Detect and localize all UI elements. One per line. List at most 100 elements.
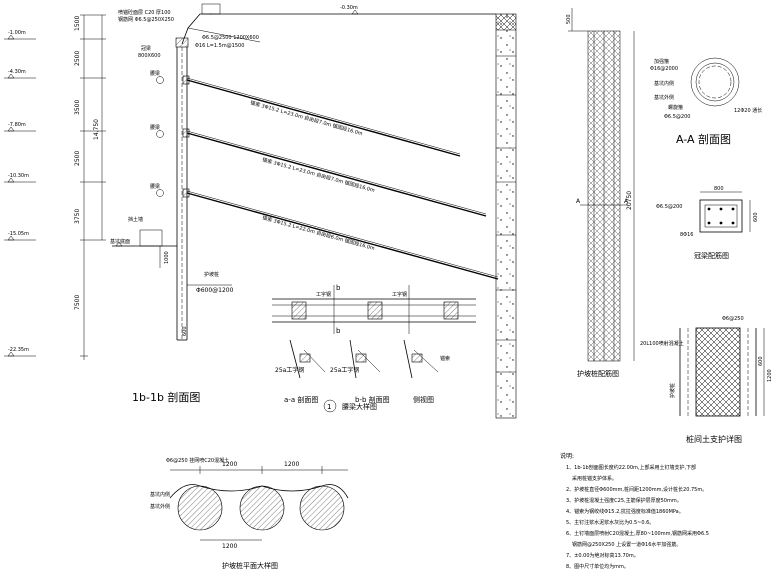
retaining-title: 桩间土支护详图 — [686, 434, 742, 444]
elev-text-2: -4.30m — [8, 69, 26, 75]
pit-bottom-label: 基坑底面 — [110, 238, 130, 245]
aa-outer-label: 基坑外侧 — [654, 94, 674, 101]
dim-3: 3500 — [74, 100, 81, 115]
pile-rebar-detail: 500 20750 A A 护坡桩配筋图 — [566, 8, 635, 378]
dim-total: 14,750 — [93, 119, 100, 140]
waler-title: 1 腰梁大样图 — [323, 399, 377, 413]
retain-soil-label: 挡土墙 — [128, 216, 143, 223]
waler-plan: 工字钢 工字钢 b b — [272, 284, 476, 335]
plan-inner-label: 基坑内侧 — [150, 491, 170, 498]
pile-length-dim: 20750 — [626, 191, 633, 210]
waler-side-view: 锚索 侧视图 — [403, 339, 450, 404]
elev-text-1: -1.00m — [8, 30, 26, 36]
pile-label: 护坡桩 — [204, 271, 219, 278]
cut-a-left: A — [576, 198, 581, 205]
waist-label-1: 腰梁 — [150, 70, 160, 77]
elev-text-5: -15.05m — [8, 231, 29, 237]
note-line-8: 钢筋网@250X250 上设置一道Φ16水平加强筋。 — [572, 541, 681, 548]
waler-title-text: 腰梁大样图 — [342, 402, 377, 411]
section-b-title: b-b 剖面图 — [355, 395, 390, 404]
waist-label-3: 腰梁 — [150, 183, 160, 190]
steel-b-label: 25a工字钢 — [330, 366, 359, 374]
aa-spiral-label: 螺旋箍 — [668, 104, 683, 111]
crown-beam-width: 800 — [714, 186, 724, 192]
crown-beam-stirrup: Φ6.5@200 — [656, 204, 682, 210]
waler-section-a: 25a工字钢 a-a 剖面图 — [275, 339, 326, 404]
aa-main-bar: 12Φ20 通长 — [734, 107, 762, 114]
elev-mark-3: -7.80m — [4, 122, 36, 132]
crown-beam-label: 冠梁 — [141, 45, 151, 52]
retaining-pile-label: 护坡桩 — [669, 383, 676, 398]
dim-2: 2500 — [74, 51, 81, 66]
waler-index: 1 — [327, 403, 331, 411]
retaining-shotcrete: 20L100喷射混凝土 — [640, 340, 684, 347]
note-line-1: 1、1b-1b剖面图长度约22.00m,上部采用土钉墙支护,下部 — [566, 464, 696, 471]
elev-mark-4: -10.30m — [4, 173, 36, 183]
crown-beam-title: 冠梁配筋图 — [694, 251, 729, 260]
cut-a-right: A — [624, 198, 629, 205]
pile-bottom-dim: 1000 — [164, 251, 170, 264]
note-line-2: 采用桩锚支护体系。 — [572, 475, 617, 482]
dim-6: 7500 — [74, 295, 81, 310]
plan-top-note: Φ6@250 挂网喷C20混凝土 — [166, 457, 229, 464]
anchor-label-1: 锚索 3Φ15.2 L=23.0m 自由段7.0m 锚固段16.0m — [249, 99, 363, 137]
crown-beam: 冠梁 800X600 — [138, 37, 189, 59]
anchor-label-2: 锚索 3Φ15.2 L=23.0m 自由段7.0m 锚固段16.0m — [261, 156, 375, 194]
pile-rebar-title: 护坡桩配筋图 — [577, 369, 619, 378]
section-title: 1b-1b 剖面图 — [132, 390, 200, 404]
side-view-title: 侧视图 — [413, 395, 434, 404]
section-a-title: a-a 剖面图 — [284, 395, 318, 404]
elev-text-6: -22.35m — [8, 347, 29, 353]
elev-mark-5: -15.05m — [4, 231, 36, 241]
note-line-5: 4、锚索为钢绞线Φ15.2,抗拉强度标准值1860MPa。 — [566, 508, 684, 515]
dim-5: 3750 — [74, 209, 81, 224]
retaining-detail: Φ6@250 20L100喷射混凝土 护坡桩 1200 600 桩间土支护详图 — [640, 316, 773, 444]
waist-label-2: 腰梁 — [150, 124, 160, 131]
anchor-label-3: 锚索 3Φ15.2 L=22.0m 自由段6.0m 锚固段16.0m — [261, 214, 375, 252]
waler-section-b: 25a工字钢 b-b 剖面图 — [330, 339, 390, 404]
note-line-10: 8、图中尺寸单位均为mm。 — [566, 563, 629, 570]
elev-mark-2: -4.30m — [4, 69, 36, 79]
notes-heading: 说明: — [560, 452, 574, 460]
plan-title: 护坡桩平面大样图 — [222, 561, 278, 570]
aa-section-title: A-A 剖面图 — [676, 132, 731, 146]
top-elev-text: -0.30m — [340, 5, 358, 11]
pile-callout: 护坡桩 Φ600@1200 — [187, 271, 234, 294]
pile-tip-dim: 600 — [182, 326, 188, 336]
note-line-9: 7、±0.00为绝对标高13.70m。 — [566, 552, 639, 559]
plan-dim-1: 1200 — [222, 461, 237, 468]
note-line-6: 5、主钉注浆水泥浆水灰比为0.5~0.6。 — [566, 519, 654, 526]
elev-mark-6: -22.35m — [4, 347, 36, 357]
steel-a-label: 25a工字钢 — [275, 366, 304, 374]
dimension-chain: 1500 2500 3500 2500 3750 7500 14,750 — [74, 14, 106, 360]
aa-hoop-label: 加强箍 — [654, 58, 669, 65]
aa-section: 加强箍 Φ16@2000 基坑内侧 基坑外侧 螺旋箍 Φ6.5@200 12Φ2… — [650, 57, 762, 146]
design-notes: 说明: 1、1b-1b剖面图长度约22.00m,上部采用土钉墙支护,下部 采用桩… — [560, 452, 709, 570]
soil-column — [495, 13, 517, 419]
note-line-4: 3、护坡桩混凝土强度C25,主筋保护层厚度50mm。 — [566, 497, 682, 504]
dim-4: 2500 — [74, 151, 81, 166]
pile-spec: Φ600@1200 — [196, 287, 234, 294]
aa-inner-label: 基坑内侧 — [654, 80, 674, 87]
elev-text-3: -7.80m — [8, 122, 26, 128]
retaining-dim-b: 600 — [758, 356, 764, 366]
aa-hoop-spec: Φ16@2000 — [650, 66, 678, 72]
soil-nail-slope: 喷锚砼面层 C20 厚100 钢筋网 Φ6.5@250X250 Φ16 L=1.… — [118, 3, 261, 49]
plan-dim-3: 1200 — [222, 543, 237, 550]
anchor-row-3: 腰梁 锚索 3Φ15.2 L=22.0m 自由段6.0m 锚固段16.0m — [150, 183, 499, 280]
top-elevation: -0.30m — [340, 5, 359, 15]
plan-dim-2: 1200 — [284, 461, 299, 468]
waler-beam-label-2: 工字钢 — [392, 291, 407, 298]
elev-mark-1: -1.00m — [4, 30, 36, 40]
waler-detail: 工字钢 工字钢 b b 25a工字钢 a-a 剖面图 25a工字钢 b-b 剖面… — [272, 284, 476, 413]
top-mesh-label: 钢筋网 Φ6.5@250X250 — [118, 16, 174, 23]
aa-spiral-spec: Φ6.5@200 — [664, 114, 690, 120]
elevation-marks: -1.00m -4.30m -7.80m -10.30m -15.05m — [4, 30, 36, 357]
plan-outer-label: 基坑外侧 — [150, 503, 170, 510]
cut-b-top: b — [336, 284, 341, 292]
anchor-row-1: 腰梁 锚索 3Φ15.2 L=23.0m 自由段7.0m 锚固段16.0m — [150, 70, 461, 157]
retaining-dim-a: 1200 — [767, 369, 773, 382]
crown-beam-detail: 800 600 Φ6.5@200 8Φ16 冠梁配筋图 — [656, 186, 759, 260]
top-note-label: Φ6.5@2500 1200X600 — [202, 35, 259, 41]
